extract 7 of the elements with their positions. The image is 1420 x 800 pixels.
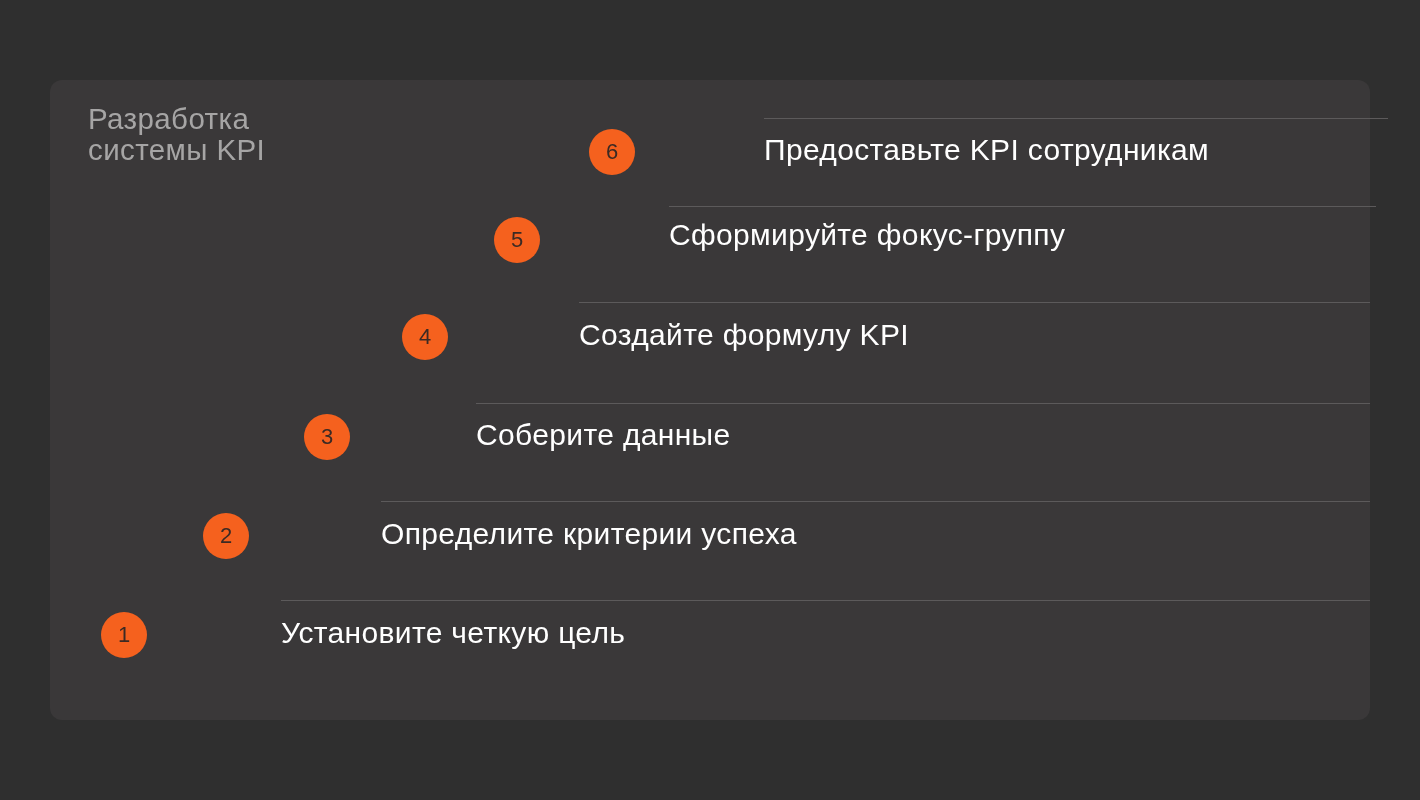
step-text: Предоставьте KPI сотрудникам (764, 133, 1210, 167)
diagram-title: Разработка системы KPI (88, 103, 267, 165)
step-text: Определите критерии успеха (381, 517, 797, 551)
step-text: Сформируйте фокус-группу (669, 218, 1066, 252)
step-text: Создайте формулу KPI (579, 318, 910, 352)
step-text: Соберите данные (476, 418, 731, 452)
step-text: Установите четкую цель (281, 616, 626, 650)
